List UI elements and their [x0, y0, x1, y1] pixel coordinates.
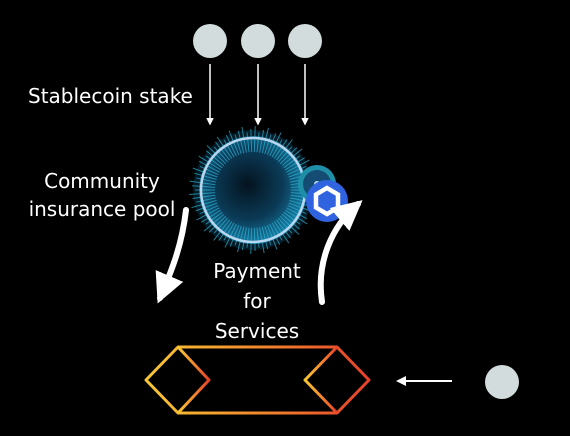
- payment-label-line2: for: [243, 289, 271, 313]
- pool-to-prism-arrow: [155, 207, 189, 304]
- stablecoin-stake-label: Stablecoin stake: [28, 82, 193, 110]
- stablecoin-stake-text: Stablecoin stake: [28, 84, 193, 108]
- service-node: [485, 365, 519, 399]
- hexagonal-prism-icon: [144, 345, 371, 415]
- spiky-sphere-icon: [189, 126, 317, 254]
- stake-node-3: [288, 24, 322, 58]
- stake-node-1: [193, 24, 227, 58]
- chainlink-hexagon-icon: [306, 180, 348, 222]
- stake-node-2: [241, 24, 275, 58]
- payment-label-line3: Services: [214, 319, 300, 343]
- pool-label-line2: insurance pool: [28, 197, 176, 221]
- payment-arrow: [317, 200, 363, 305]
- community-pool-label: Community insurance pool: [12, 167, 192, 223]
- payment-label: Payment for Services: [205, 256, 309, 346]
- pool-label-line1: Community: [44, 169, 160, 193]
- payment-label-line1: Payment: [213, 259, 301, 283]
